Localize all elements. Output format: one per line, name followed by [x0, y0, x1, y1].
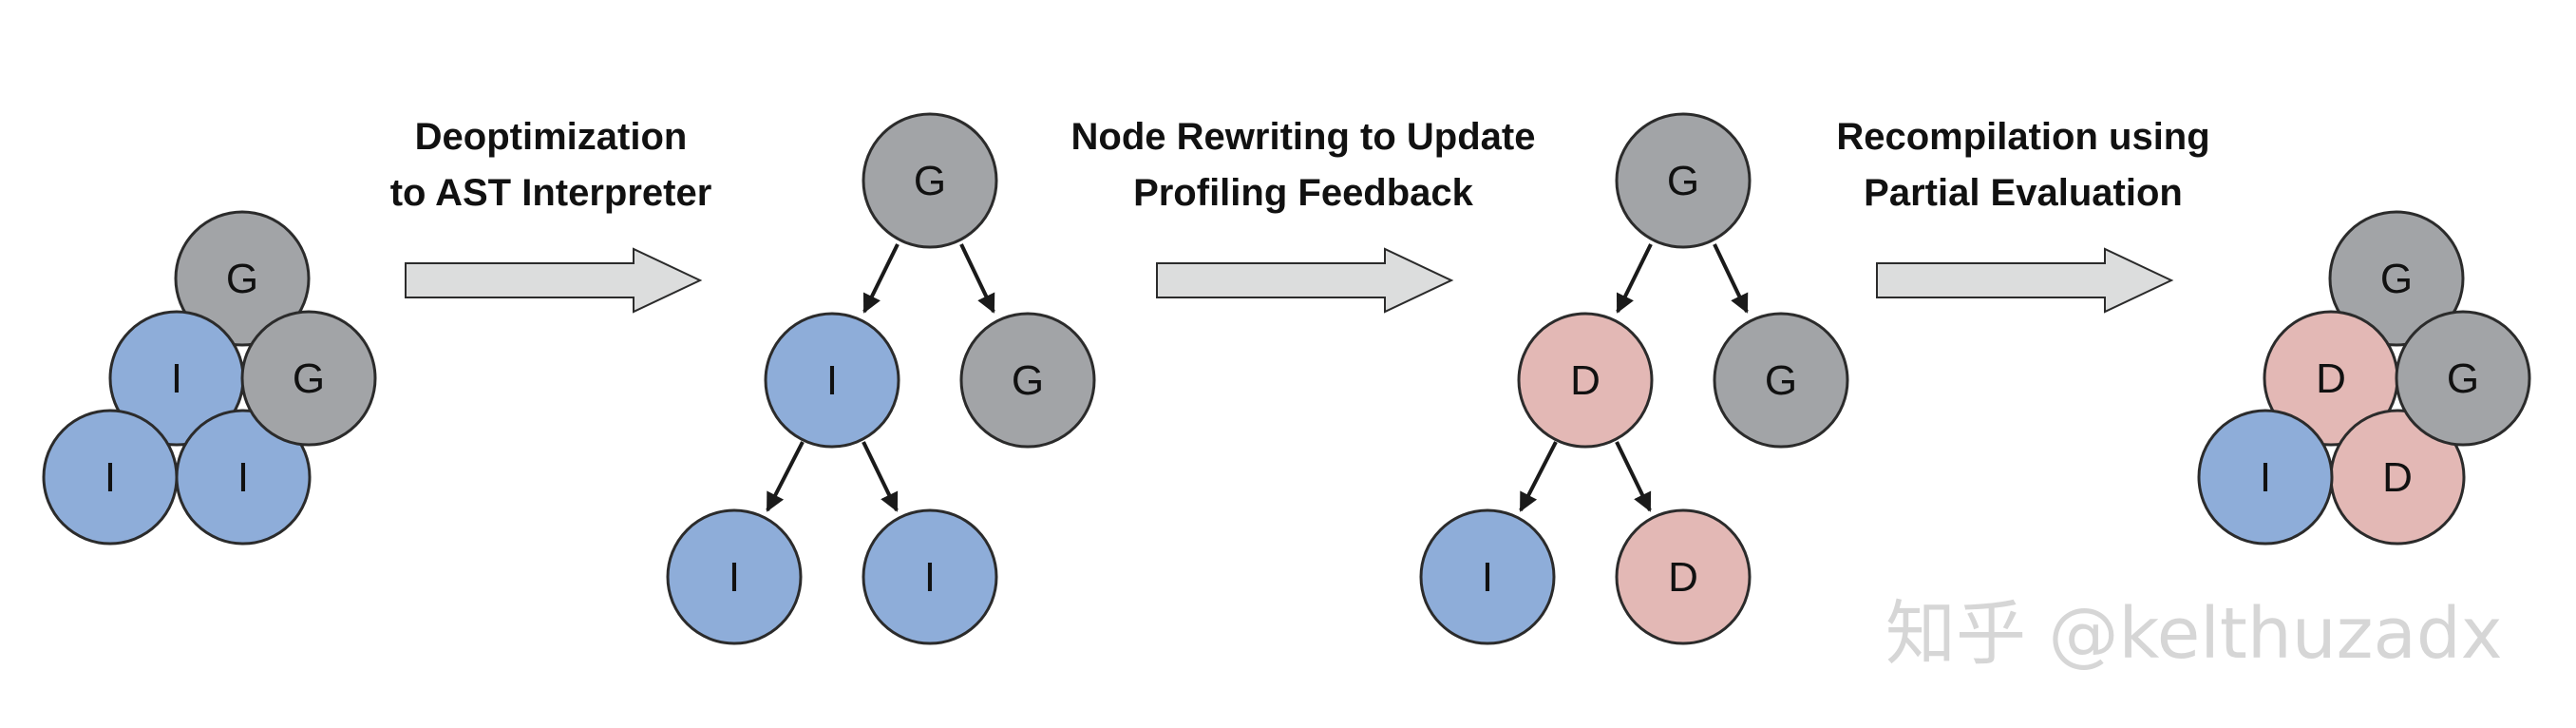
- tree2-node-root: [1615, 112, 1752, 249]
- watermark: 知乎 @kelthuzadx: [1885, 593, 2503, 675]
- tree2-label-left-right: D: [1668, 554, 1698, 601]
- step3-arrow: [1876, 247, 2174, 314]
- cluster2-node-g-top: [2328, 210, 2465, 347]
- tree2-label-left: D: [1570, 357, 1601, 404]
- tree1-edge-left-leftright: [862, 441, 899, 512]
- tree1-edge-root-left: [862, 243, 900, 314]
- cluster1-label-g-top: G: [226, 256, 258, 302]
- tree2-node-left-right: [1615, 508, 1752, 645]
- cluster2-node-g-right: [2395, 310, 2531, 447]
- tree1-label-left-left: I: [729, 554, 740, 601]
- cluster2-node-i-bottom-left: [2197, 409, 2334, 546]
- tree2-edge-root-left: [1616, 243, 1653, 314]
- cluster1-node-g-top: [174, 210, 311, 347]
- step2-arrow: [1156, 247, 1454, 314]
- tree2-edge-left-leftright: [1615, 441, 1652, 512]
- step3-label-line2: Partial Evaluation: [1864, 172, 2183, 214]
- step2-label-line1: Node Rewriting to Update: [1071, 116, 1536, 158]
- interpreter-ast-tree: G I G I I: [666, 112, 1096, 645]
- tree2-node-right: [1713, 312, 1849, 449]
- cluster1-label-i-center: I: [171, 355, 182, 402]
- tree2-node-left-left: [1419, 508, 1556, 645]
- step1-arrow: [405, 247, 703, 314]
- rewritten-ast-tree: G D G I D: [1419, 112, 1849, 645]
- cluster2-label-i-bottom-left: I: [2260, 454, 2271, 501]
- tree1-label-left: I: [826, 357, 838, 404]
- step1-label-line1: Deoptimization: [415, 116, 688, 158]
- cluster1-node-g-right: [240, 310, 377, 447]
- tree2-node-left: [1517, 312, 1654, 449]
- tree1-label-right: G: [1012, 357, 1044, 404]
- step-node-rewriting: Node Rewriting to Update Profiling Feedb…: [1071, 116, 1536, 314]
- tree2-edge-root-right: [1713, 243, 1749, 314]
- tree2-edge-left-leftleft: [1519, 441, 1558, 512]
- cluster2-label-d-center: D: [2316, 355, 2346, 402]
- tree1-label-left-right: I: [924, 554, 936, 601]
- tree1-node-root: [862, 112, 998, 249]
- cluster2-label-g-right: G: [2447, 355, 2479, 402]
- tree1-edge-root-right: [959, 243, 995, 314]
- step-deoptimization: Deoptimization to AST Interpreter: [390, 116, 712, 314]
- cluster2-label-d-bottom: D: [2382, 454, 2413, 501]
- cluster1-node-i-bottom-right: [175, 409, 312, 546]
- tree1-edge-left-leftleft: [766, 441, 805, 512]
- tree1-node-left-right: [862, 508, 998, 645]
- tree2-label-root: G: [1667, 158, 1699, 204]
- recompiled-ast-cluster: G D G I D: [2197, 210, 2531, 546]
- tree1-node-right: [959, 312, 1096, 449]
- cluster2-label-g-top: G: [2380, 256, 2413, 302]
- tree1-node-left: [764, 312, 900, 449]
- cluster1-label-i-bottom-right: I: [237, 454, 249, 501]
- step1-label-line2: to AST Interpreter: [390, 172, 712, 214]
- tree1-node-left-left: [666, 508, 803, 645]
- tree2-label-left-left: I: [1482, 554, 1493, 601]
- cluster1-label-i-bottom-left: I: [104, 454, 116, 501]
- step2-label-line2: Profiling Feedback: [1133, 172, 1474, 214]
- step3-label-line1: Recompilation using: [1836, 116, 2209, 158]
- tree2-label-right: G: [1765, 357, 1797, 404]
- cluster1-label-g-right: G: [293, 355, 325, 402]
- step-recompilation: Recompilation using Partial Evaluation: [1836, 116, 2210, 314]
- initial-ast-cluster: G I G I I: [42, 210, 377, 546]
- tree1-label-root: G: [914, 158, 946, 204]
